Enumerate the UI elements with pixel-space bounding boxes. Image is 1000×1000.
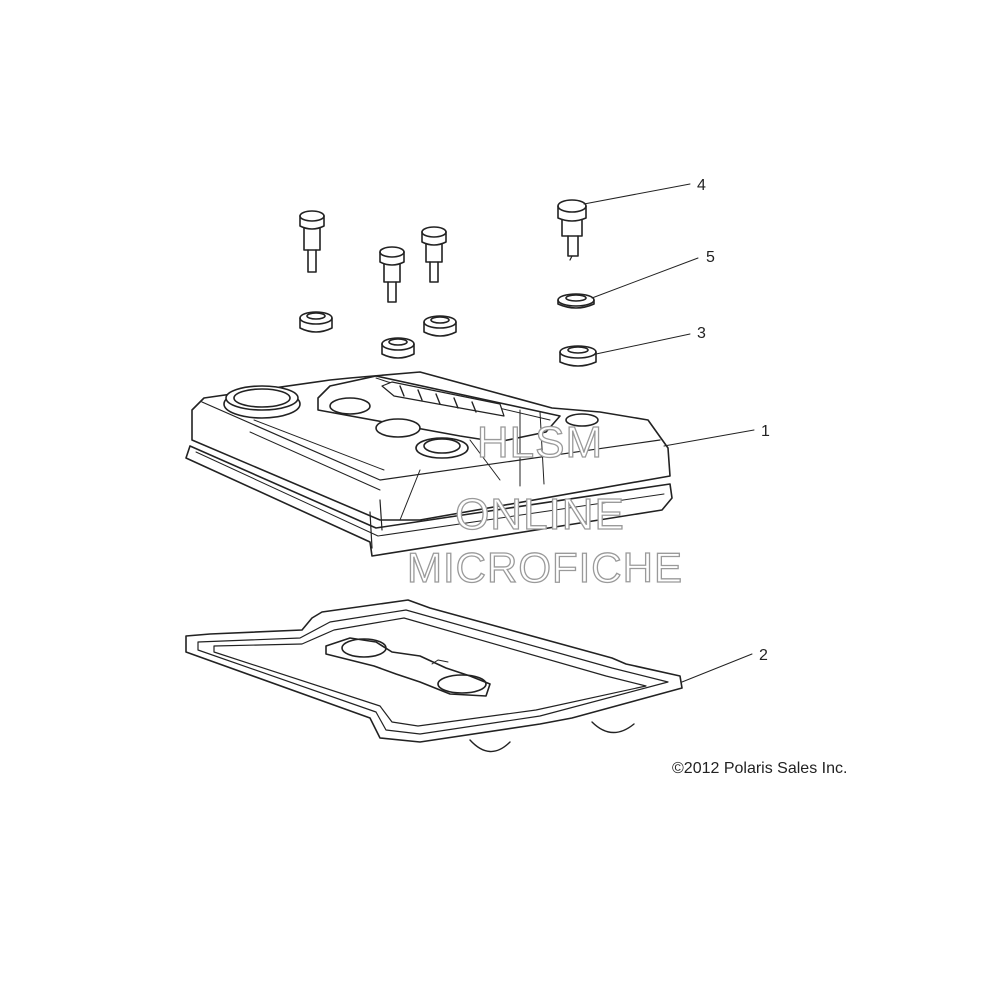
valve-cover-gasket-part bbox=[185, 599, 683, 753]
leader-line-1 bbox=[663, 429, 755, 447]
washer-part bbox=[557, 293, 595, 309]
grommet-4 bbox=[559, 345, 597, 367]
bolt-3 bbox=[379, 246, 405, 303]
watermark-line-1: HLSM bbox=[476, 417, 604, 467]
watermark-line-2: ONLINE bbox=[454, 489, 625, 539]
callout-1: 1 bbox=[761, 423, 770, 440]
callout-5: 5 bbox=[706, 249, 715, 266]
callout-3: 3 bbox=[697, 325, 706, 342]
copyright-notice: ©2012 Polaris Sales Inc. bbox=[672, 760, 848, 777]
grommet-1 bbox=[299, 311, 333, 333]
leader-lines bbox=[583, 183, 755, 683]
leader-line-2 bbox=[681, 653, 753, 683]
grommet-3 bbox=[381, 337, 415, 359]
grommet-part bbox=[299, 311, 597, 367]
bolt-1 bbox=[299, 210, 325, 273]
leader-line-3 bbox=[595, 333, 691, 355]
callout-4: 4 bbox=[697, 177, 706, 194]
watermark-line-3: MICROFICHE bbox=[406, 543, 683, 591]
valve-cover-part bbox=[185, 371, 673, 557]
bolt-2 bbox=[421, 226, 447, 283]
callouts: 4 5 3 1 2 bbox=[697, 177, 770, 664]
bolt-part bbox=[299, 199, 587, 303]
leader-line-5 bbox=[591, 257, 699, 299]
grommet-2 bbox=[423, 315, 457, 337]
leader-line-4 bbox=[583, 183, 691, 205]
callout-2: 2 bbox=[759, 647, 768, 664]
bolt-4 bbox=[557, 199, 587, 261]
